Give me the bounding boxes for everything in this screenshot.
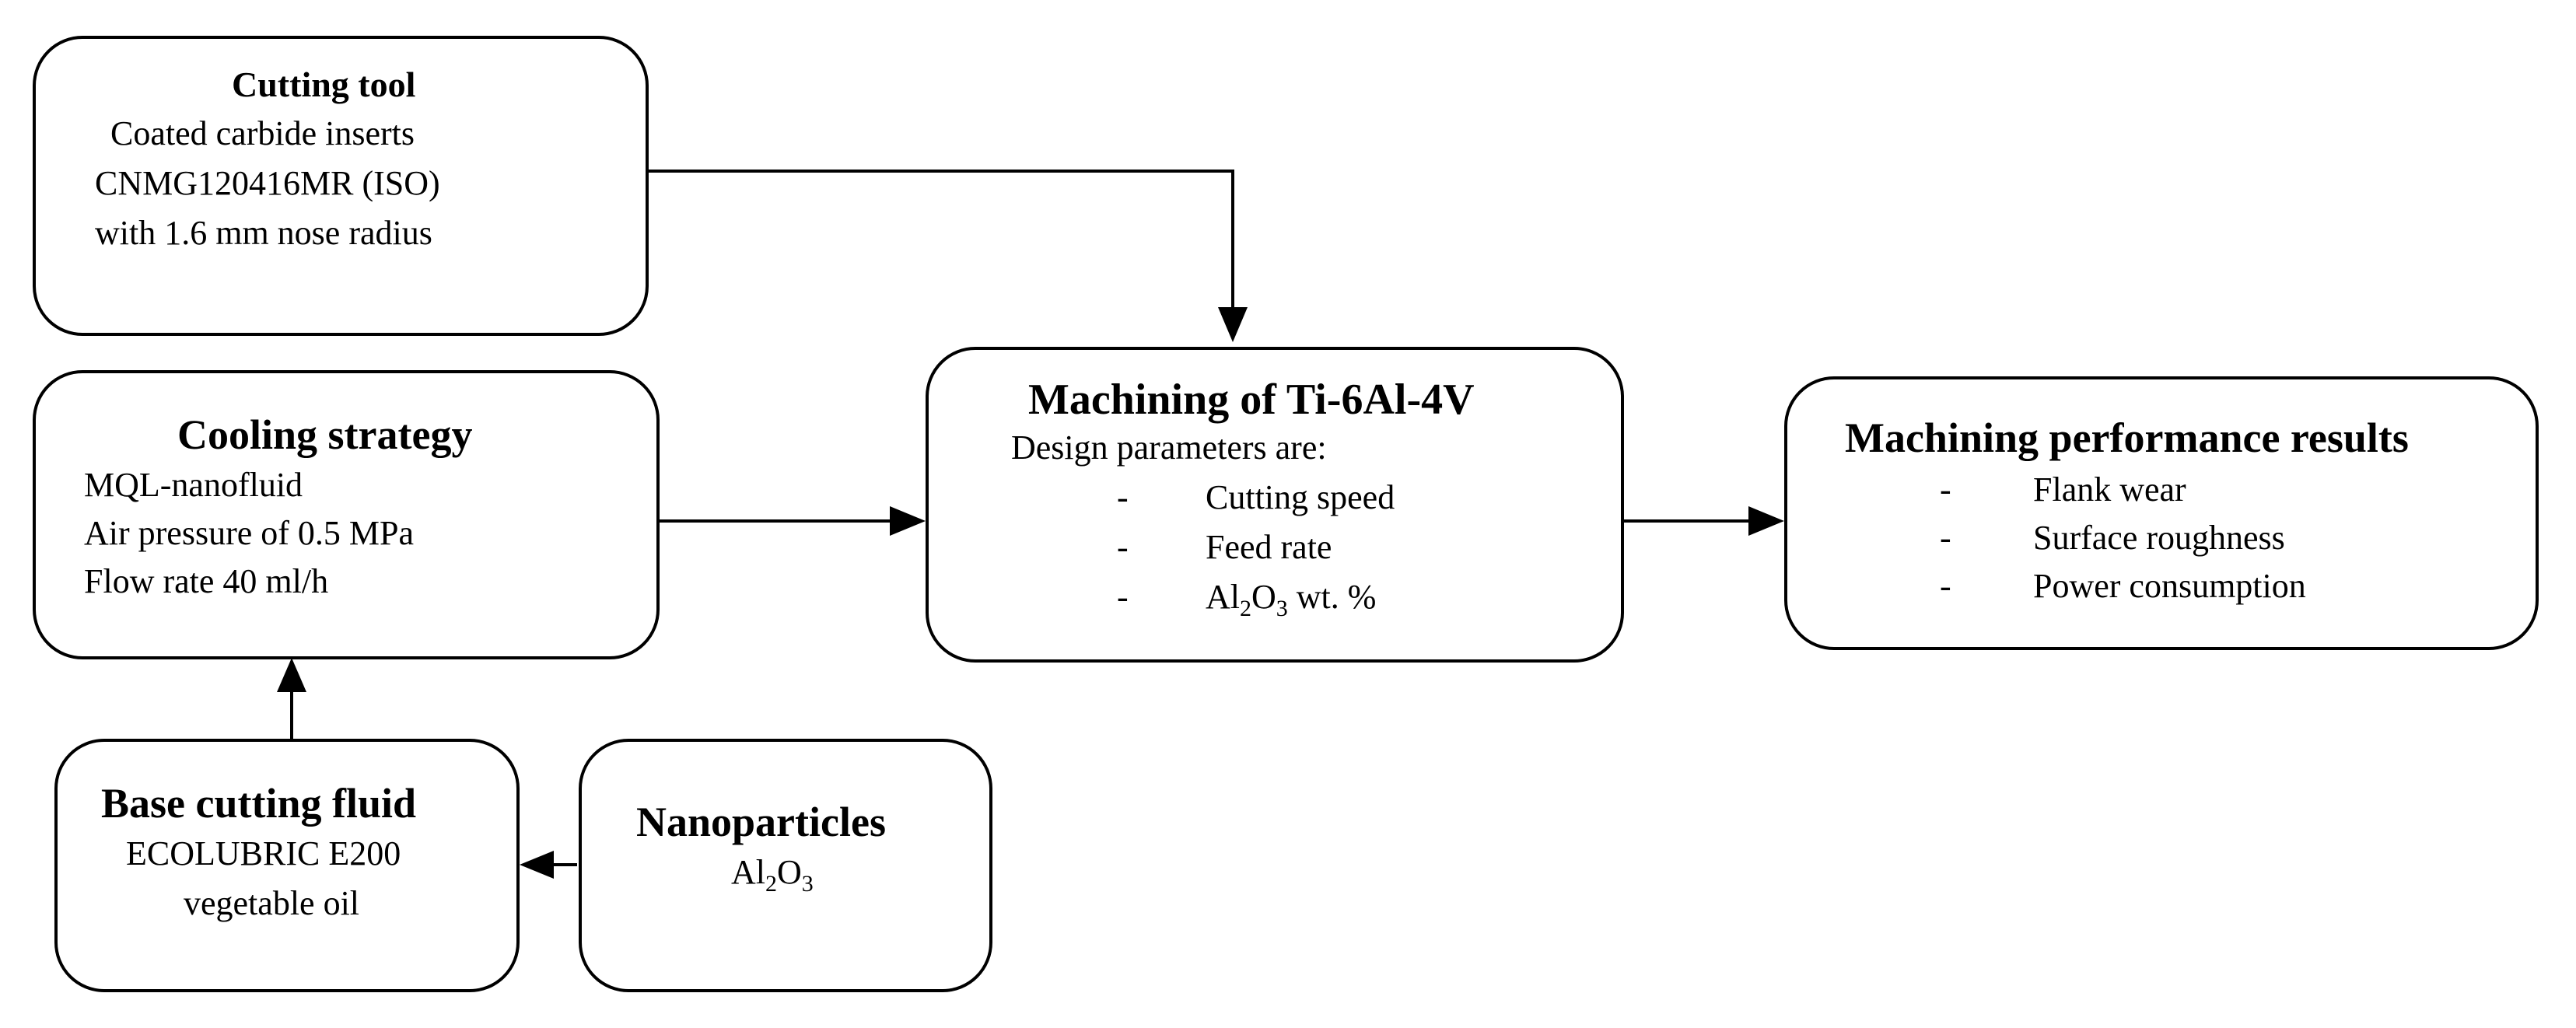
machining-bullet-2: - — [1117, 528, 1129, 566]
machining-item-cutting-speed: Cutting speed — [1206, 478, 1395, 516]
item-al: Al — [1206, 578, 1240, 616]
results-item-surface-roughness: Surface roughness — [2033, 519, 2285, 557]
cutting-tool-line-2: CNMG120416MR (ISO) — [95, 164, 440, 202]
machining-intro: Design parameters are: — [1011, 428, 1327, 467]
cooling-strategy-line-2: Air pressure of 0.5 MPa — [84, 514, 415, 552]
base-cutting-fluid-box — [54, 739, 520, 992]
machining-item-feed-rate: Feed rate — [1206, 528, 1332, 566]
item-rest: wt. % — [1287, 578, 1377, 616]
cooling-strategy-line-1: MQL-nanofluid — [84, 466, 303, 504]
results-bullet-3: - — [1940, 567, 1951, 605]
formula-sub-3: 3 — [801, 870, 814, 897]
arrow-cooling-to-machining — [660, 506, 926, 536]
results-title: Machining performance results — [1845, 414, 2409, 461]
cooling-strategy-box — [33, 370, 660, 659]
cutting-tool-title: Cutting tool — [232, 65, 416, 104]
cooling-strategy-title: Cooling strategy — [177, 411, 473, 458]
cooling-strategy-line-3: Flow rate 40 ml/h — [84, 562, 329, 600]
machining-bullet-1: - — [1117, 478, 1129, 516]
results-bullet-2: - — [1940, 519, 1951, 557]
nanoparticles-title: Nanoparticles — [636, 799, 886, 845]
results-item-flank-wear: Flank wear — [2033, 470, 2186, 509]
arrow-machining-to-results — [1624, 506, 1784, 536]
machining-box — [926, 347, 1624, 663]
arrow-base-fluid-to-cooling — [277, 658, 306, 739]
cutting-tool-box — [33, 36, 649, 336]
machining-item-al2o3: Al2O3 wt. % — [1206, 580, 1376, 621]
cutting-tool-line-3: with 1.6 mm nose radius — [95, 214, 432, 252]
base-cutting-fluid-title: Base cutting fluid — [101, 780, 417, 827]
base-cutting-fluid-line-2: vegetable oil — [184, 884, 360, 922]
formula-o: O — [777, 853, 802, 891]
results-bullet-1: - — [1940, 470, 1951, 509]
cutting-tool-line-1: Coated carbide inserts — [110, 114, 415, 152]
formula-sub-2: 2 — [765, 870, 777, 897]
item-sub-2: 2 — [1240, 595, 1251, 621]
machining-bullet-3: - — [1117, 578, 1129, 616]
machining-title: Machining of Ti-6Al-4V — [1028, 376, 1475, 424]
nanoparticles-box — [579, 739, 992, 992]
nanoparticles-formula: Al2O3 — [731, 855, 814, 896]
arrow-nanoparticles-to-base-fluid — [520, 851, 577, 879]
results-box — [1784, 376, 2539, 650]
results-item-power-consumption: Power consumption — [2033, 567, 2306, 605]
base-cutting-fluid-line-1: ECOLUBRIC E200 — [126, 834, 401, 872]
arrow-cutting-tool-to-machining — [647, 170, 1248, 342]
formula-al: Al — [731, 853, 765, 891]
item-o: O — [1251, 578, 1276, 616]
item-sub-3: 3 — [1276, 595, 1288, 621]
